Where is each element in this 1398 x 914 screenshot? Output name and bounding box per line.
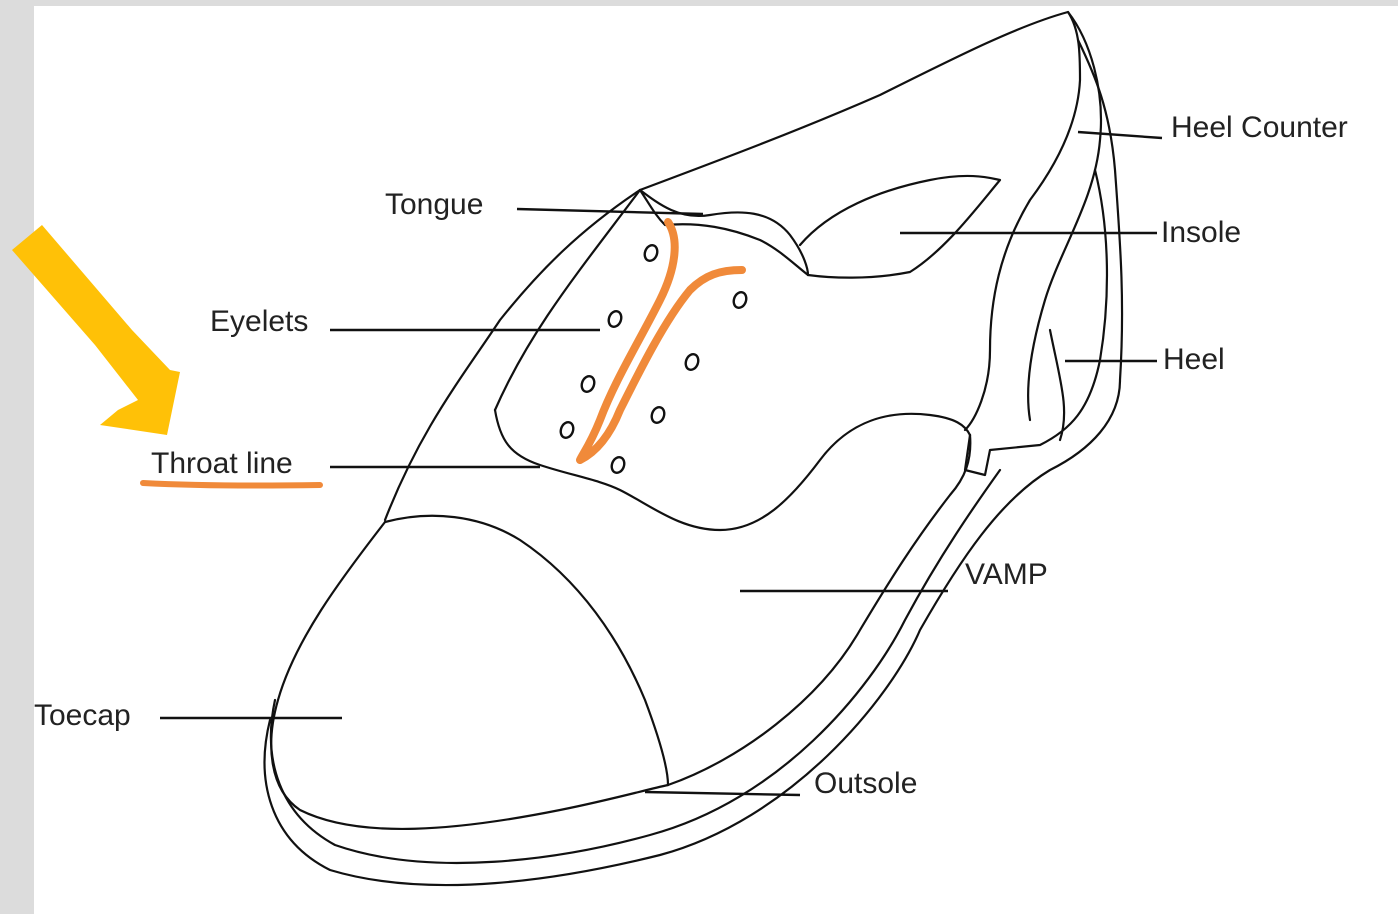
eyelet [732,290,749,309]
vamp-edge-outline [495,410,970,530]
toecap-seam-outline [385,516,668,785]
label-throat-line: Throat line [151,447,293,480]
heel-counter-leader [1078,132,1162,138]
eyelet [650,405,667,424]
tongue-outline [640,190,808,275]
label-vamp: VAMP [965,558,1048,591]
leader-lines [160,132,1162,795]
throat-line-underline [143,483,320,486]
label-insole: Insole [1161,216,1241,249]
outsole-outer-outline [265,40,1122,885]
eyelet [610,455,627,474]
label-outsole: Outsole [814,767,917,800]
toe-tip-outline [271,522,668,829]
eyelet [559,420,576,439]
eyelet [607,309,624,328]
label-tongue: Tongue [385,188,483,221]
eyelet [580,374,597,393]
label-eyelets: Eyelets [210,305,308,338]
insole-opening-outline [800,176,1000,278]
eyelet [643,243,660,262]
arrow-down-right-icon [12,225,180,435]
upper-collar-outline [640,12,1080,430]
label-toecap: Toecap [34,699,131,732]
label-heel-counter: Heel Counter [1171,111,1348,144]
heel-back-outline [965,170,1107,475]
heel-side-outline [1050,330,1064,440]
heel-counter-inner-outline [1028,12,1101,420]
eyelet [684,352,701,371]
outsole-leader [645,792,800,795]
side-seam-outline [668,435,970,785]
label-heel: Heel [1163,343,1225,376]
shoe-outline [265,12,1122,885]
throat-line-highlight [580,222,742,460]
quarter-outline [495,190,808,410]
